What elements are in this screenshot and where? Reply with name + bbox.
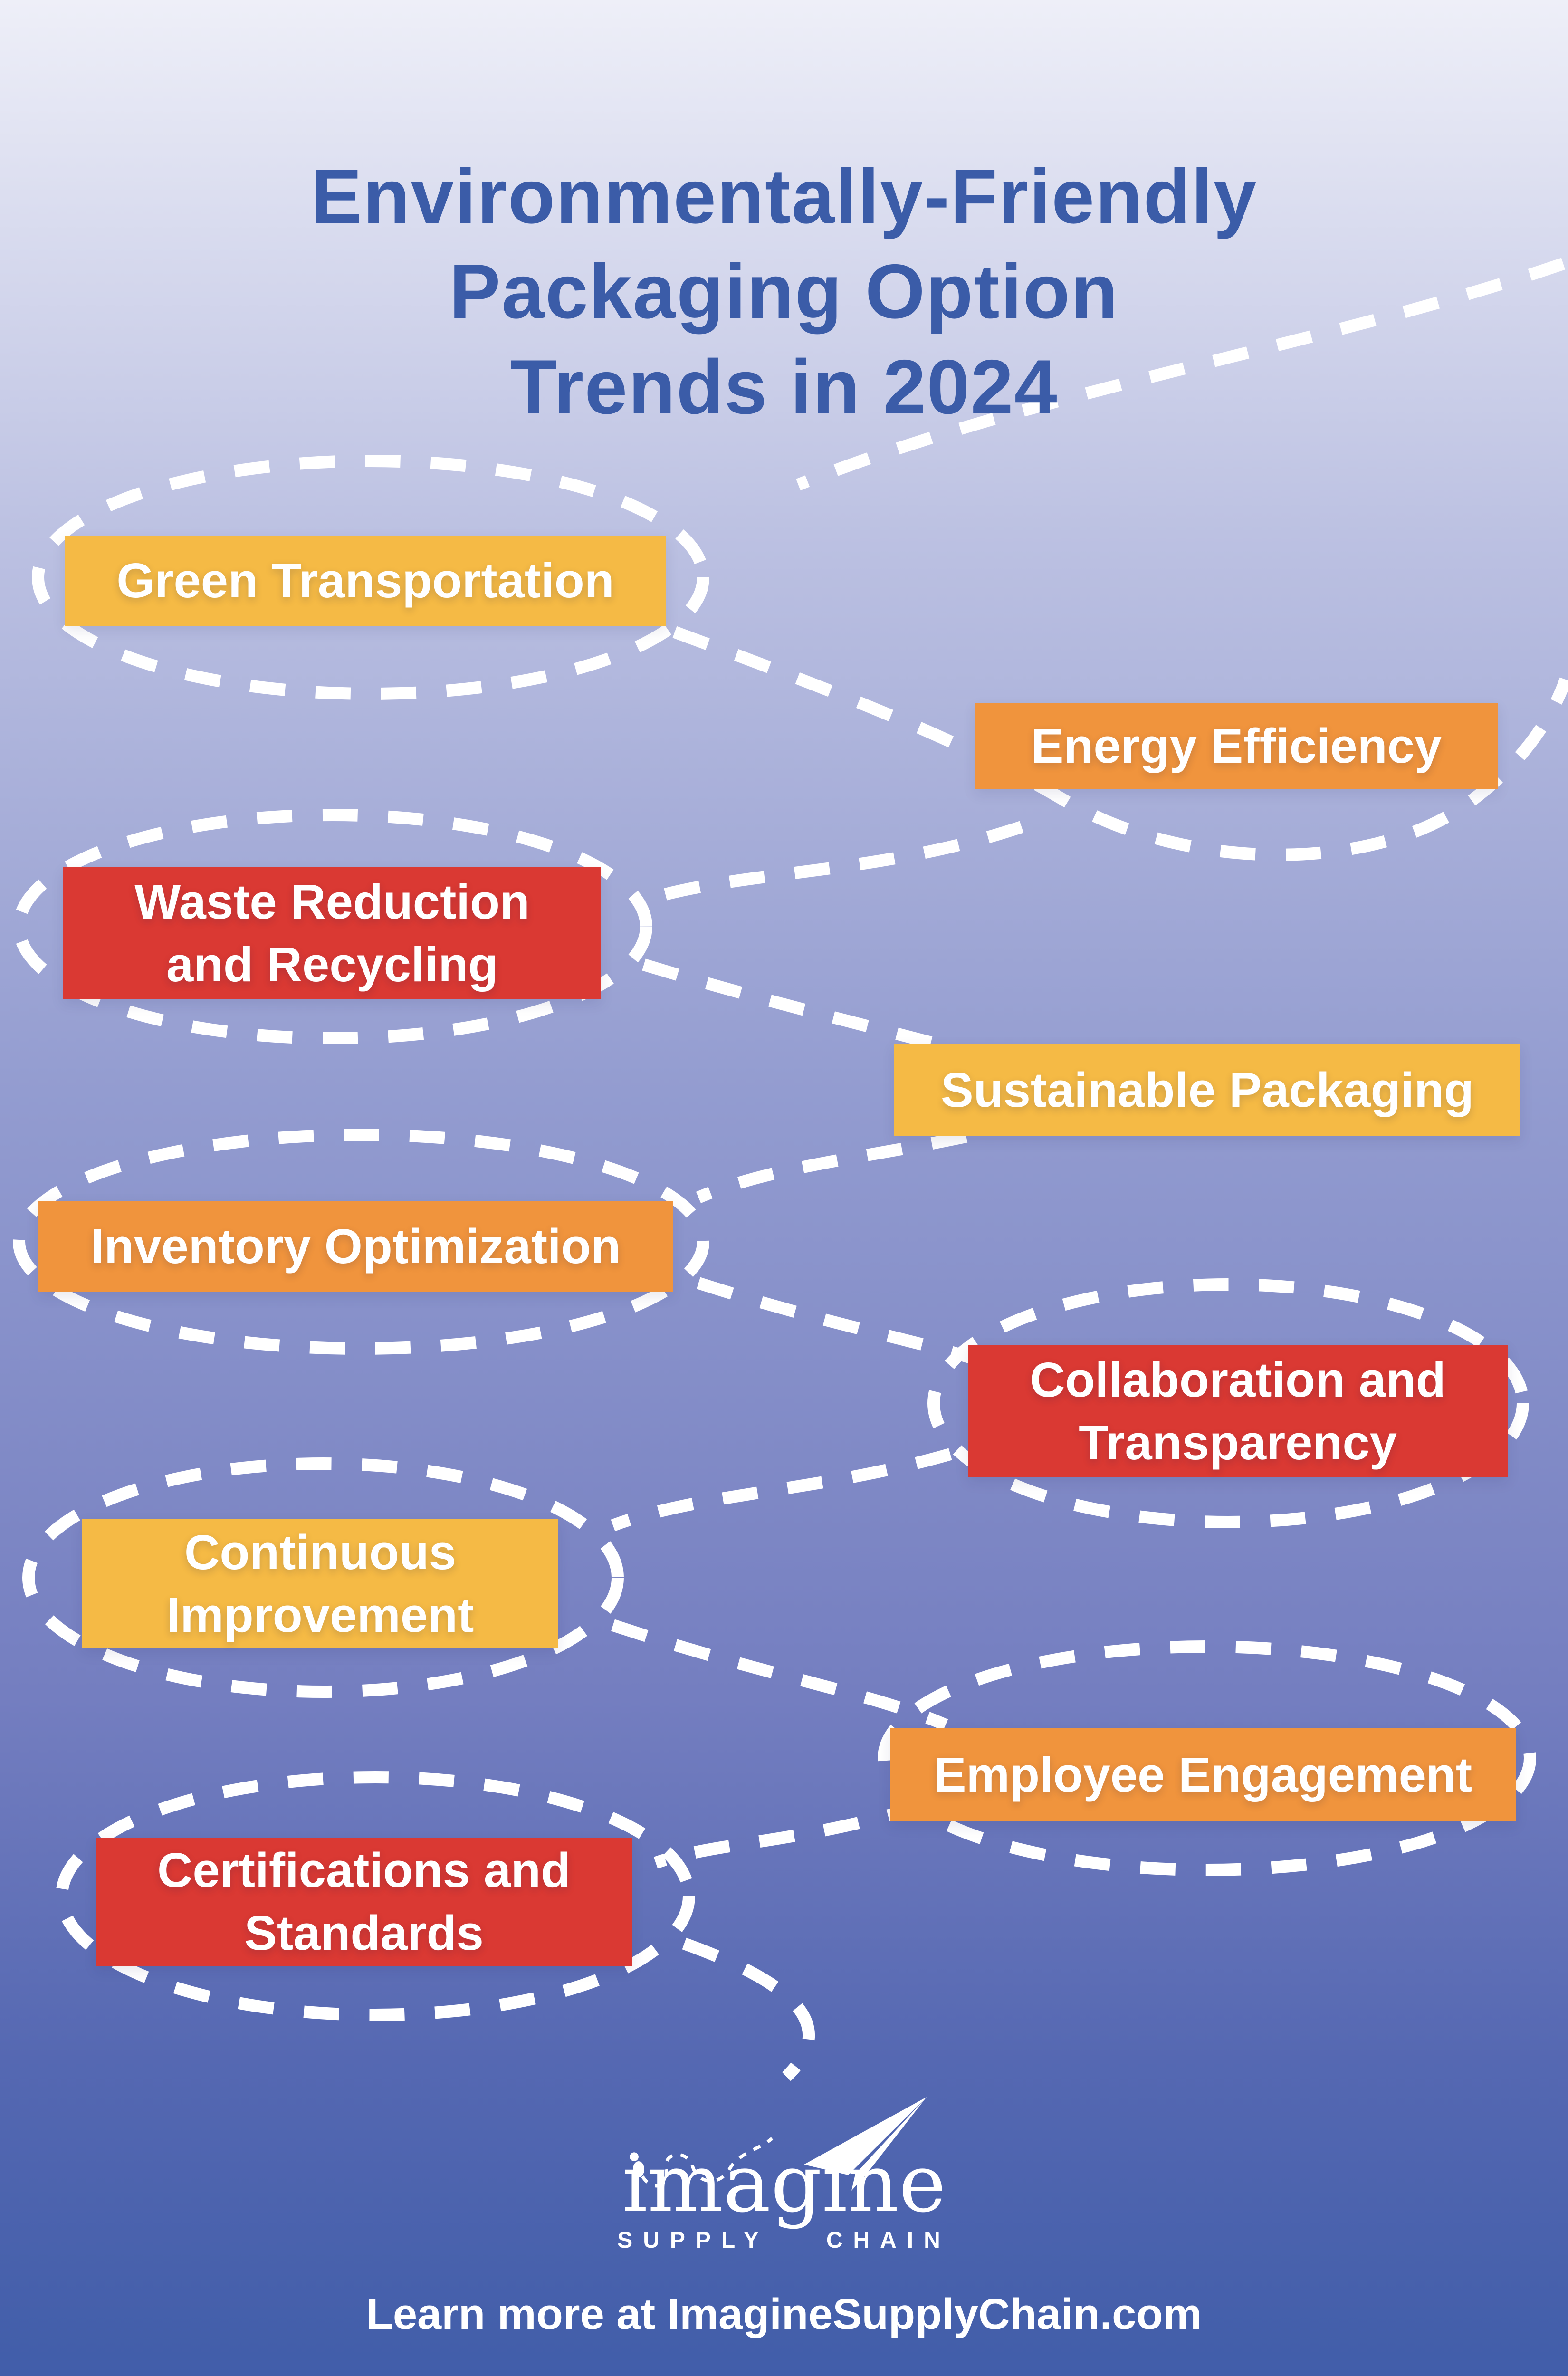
badge-label: Collaboration and [1030,1352,1446,1407]
title-line-2: Packaging Option [449,249,1119,335]
imagine-supply-chain-logo: imagine SUPPLY CHAIN [594,2089,974,2298]
trail-loop-employee-engagement [878,1640,1536,1876]
badge-waste-reduction-recycling: Waste Reduction and Recycling [63,867,601,999]
trail-loop-certifications [56,1771,695,2021]
badge-label: and Recycling [166,937,498,992]
badge-label: Transparency [1079,1415,1397,1470]
logo-tagline-supply: SUPPLY [617,2228,769,2253]
page-title: Environmentally-Friendly Packaging Optio… [0,149,1568,436]
trail-loop-continuous-improvement [22,1457,624,1698]
badge-label: Employee Engagement [933,1747,1472,1802]
trail-connector [653,1800,924,1869]
badge-energy-efficiency: Energy Efficiency [975,703,1498,789]
trail-curve-energy-efficiency [672,626,1568,861]
badge-label: Green Transportation [116,553,614,608]
paper-plane-icon [804,2097,927,2175]
badge-label: Continuous [184,1525,457,1580]
badge-label: Standards [244,1906,484,1960]
badge-label: Waste Reduction [134,874,530,929]
badge-continuous-improvement: Continuous Improvement [82,1519,558,1648]
badge-sustainable-packaging: Sustainable Packaging [894,1044,1520,1136]
dashed-swirl-trail [641,2137,774,2188]
badge-inventory-optimization: Inventory Optimization [38,1201,673,1292]
trail-connector [611,1448,952,1532]
badge-label: Inventory Optimization [90,1219,621,1274]
swirl-dot [633,2161,644,2177]
logo-tagline: SUPPLY CHAIN [594,2227,974,2253]
badge-collaboration-transparency: Collaboration and Transparency [968,1345,1508,1477]
badge-label: Certifications and [157,1843,571,1898]
trail-loop-waste-reduction [13,809,652,1044]
trail-tail-curve [682,1937,815,2081]
footer-learn-more-text: Learn more at ImagineSupplyChain.com [366,2290,1202,2338]
badge-label: Sustainable Packaging [941,1062,1474,1117]
logo-wordmark: imagine [621,2137,947,2230]
trail-loop-green-transportation [32,455,709,700]
trail-loop-collaboration [927,1278,1529,1528]
trail-loop-inventory-optimization [13,1129,709,1355]
badge-label: Improvement [166,1588,474,1642]
badge-label: Energy Efficiency [1031,719,1442,774]
badge-employee-engagement: Employee Engagement [890,1728,1516,1821]
badge-certifications-standards: Certifications and Standards [96,1838,632,1966]
trail-entry-curve [796,258,1566,491]
paper-plane-fold [851,2097,927,2191]
badge-green-transportation: Green Transportation [65,536,666,626]
trail-connector [611,1619,948,1731]
trail-connector [649,821,1024,904]
title-line-1: Environmentally-Friendly [310,153,1258,240]
logo-artwork [633,2097,927,2191]
title-line-3: Trends in 2024 [510,344,1058,431]
logo-tagline-chain: CHAIN [826,2228,951,2253]
